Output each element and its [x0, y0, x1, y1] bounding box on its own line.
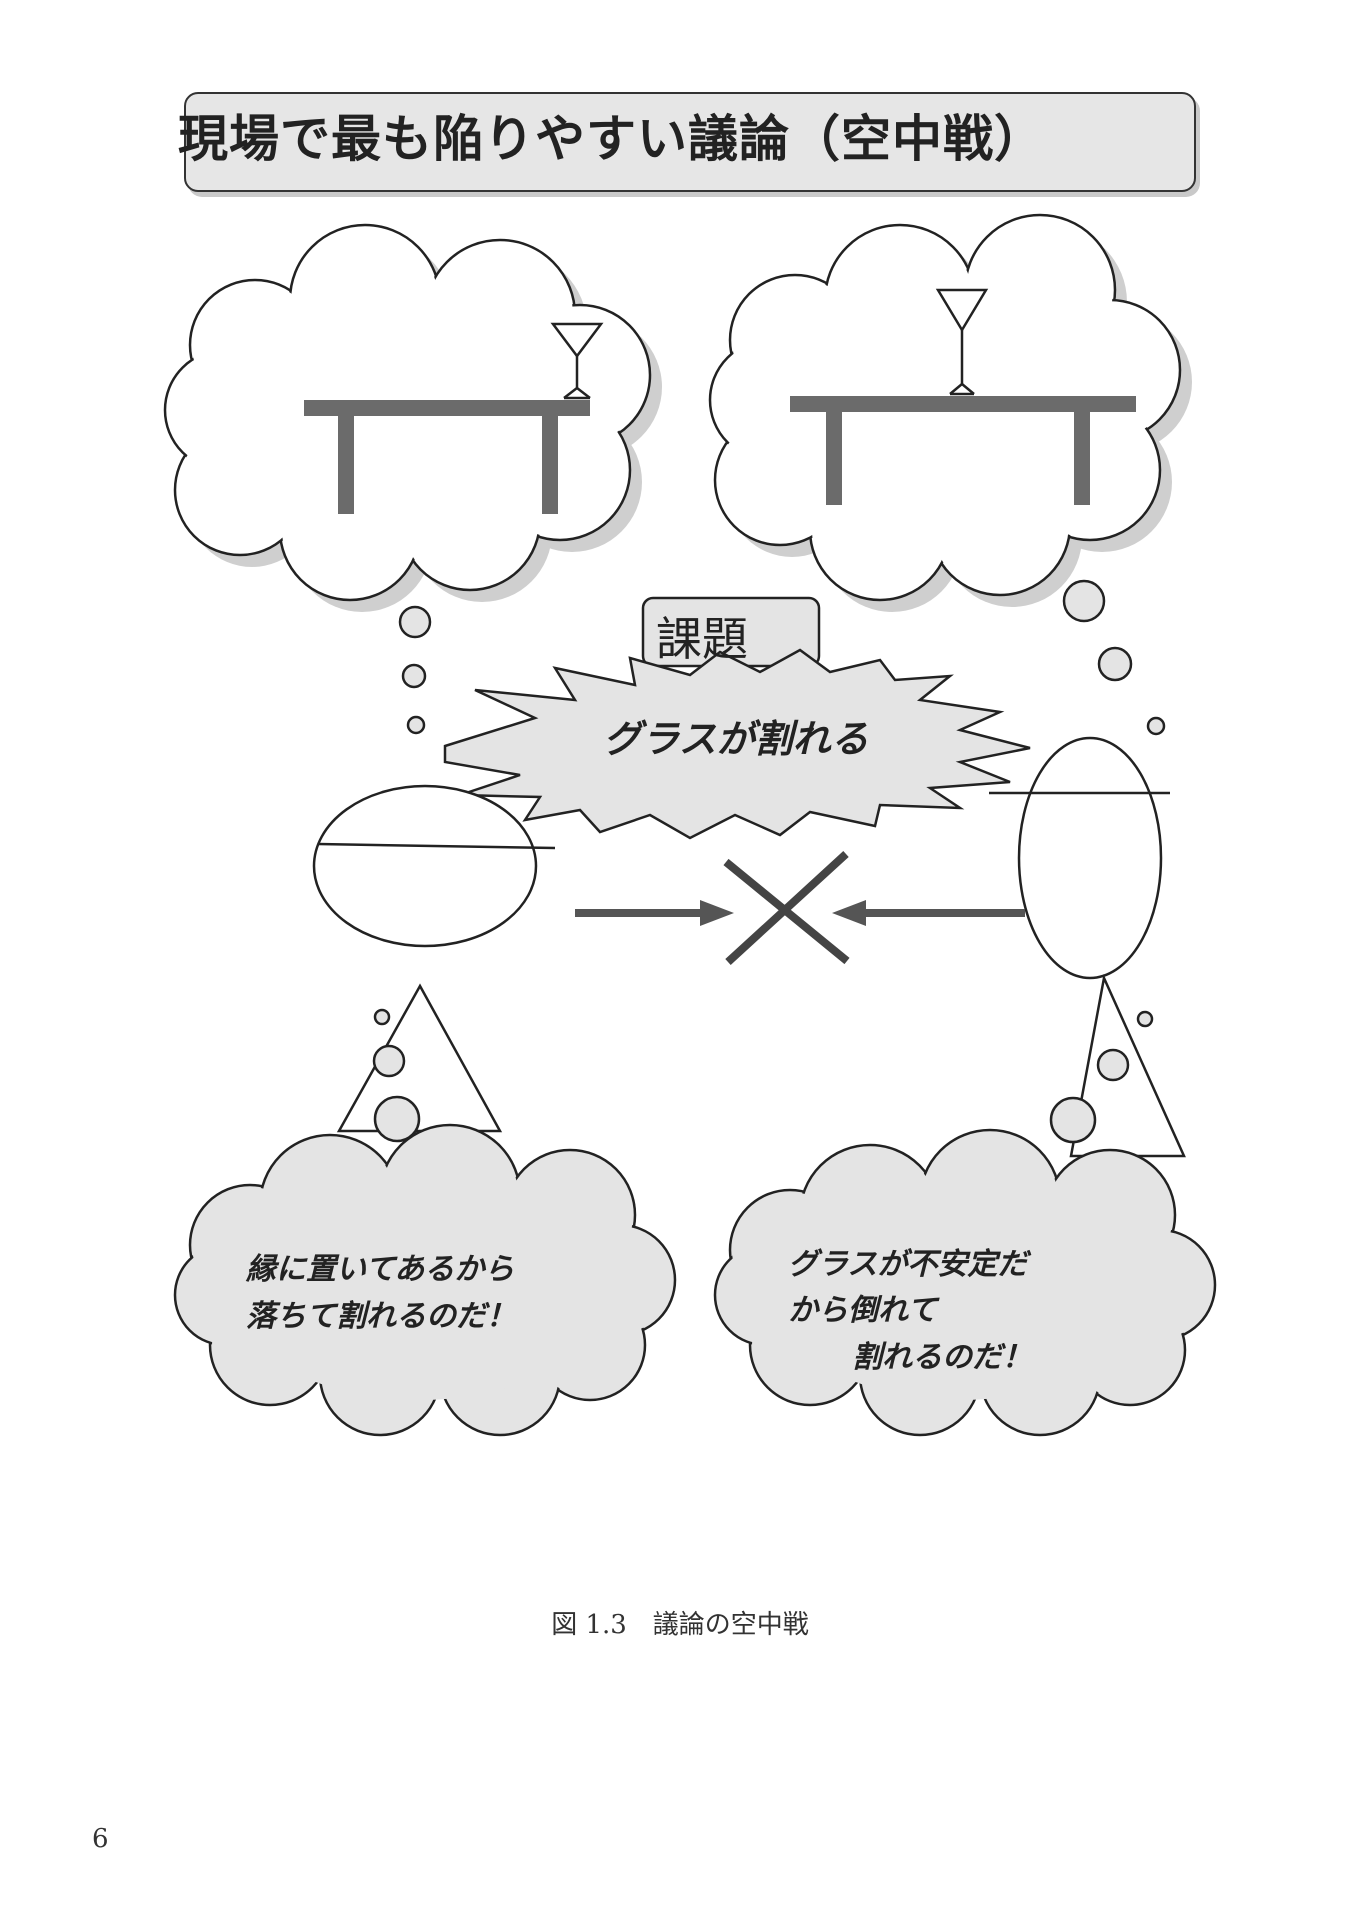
title-box — [184, 92, 1196, 192]
page-title: 現場で最も陥りやすい議論（空中戦） — [178, 110, 1045, 168]
left-opinion-line: 縁に置いてあるから — [245, 1252, 514, 1287]
right-table-leg — [1074, 410, 1090, 505]
right-table-top — [790, 396, 1136, 412]
right-table-leg — [826, 410, 842, 505]
page-number: 6 — [92, 1824, 109, 1854]
right-person — [989, 736, 1186, 1158]
left-person-body — [336, 983, 503, 1133]
right-table-glass — [790, 288, 1136, 505]
issue-starburst — [443, 648, 1031, 840]
right-opinion-line: グラスが不安定だ — [788, 1247, 1031, 1282]
right-thought-trail — [1062, 579, 1166, 736]
right-opinion-line: 割れるのだ！ — [852, 1340, 1032, 1375]
left-person — [312, 784, 556, 1143]
figure-caption: 図 1.3 議論の空中戦 — [551, 1610, 809, 1640]
issue-label: 課題 — [656, 612, 748, 666]
left-speech-cloud — [173, 1123, 677, 1437]
right-arrow-icon — [832, 900, 1025, 926]
left-table-leg — [542, 414, 558, 514]
left-table-leg — [338, 414, 354, 514]
issue-text: グラスが割れる — [603, 717, 868, 761]
right-person-head — [1017, 736, 1163, 980]
right-speech-cloud — [713, 1128, 1217, 1437]
left-table-top — [304, 400, 590, 416]
cross-mark-icon — [723, 851, 850, 965]
right-glass-icon — [935, 288, 989, 396]
left-opinion-text: 縁に置いてあるから 落ちて割れるのだ！ — [245, 1252, 516, 1334]
right-opinion-text: グラスが不安定だ から倒れて 割れるのだ！ — [788, 1247, 1032, 1375]
left-arrow-icon — [575, 900, 734, 926]
left-table-glass — [304, 322, 604, 514]
left-thought-cloud — [163, 223, 662, 612]
left-person-head — [312, 784, 538, 948]
left-opinion-line: 落ちて割れるのだ！ — [246, 1299, 516, 1334]
left-glass-icon — [550, 322, 604, 400]
left-thought-trail — [398, 605, 432, 735]
right-thought-cloud — [708, 213, 1192, 612]
right-opinion-line: から倒れて — [788, 1293, 940, 1328]
